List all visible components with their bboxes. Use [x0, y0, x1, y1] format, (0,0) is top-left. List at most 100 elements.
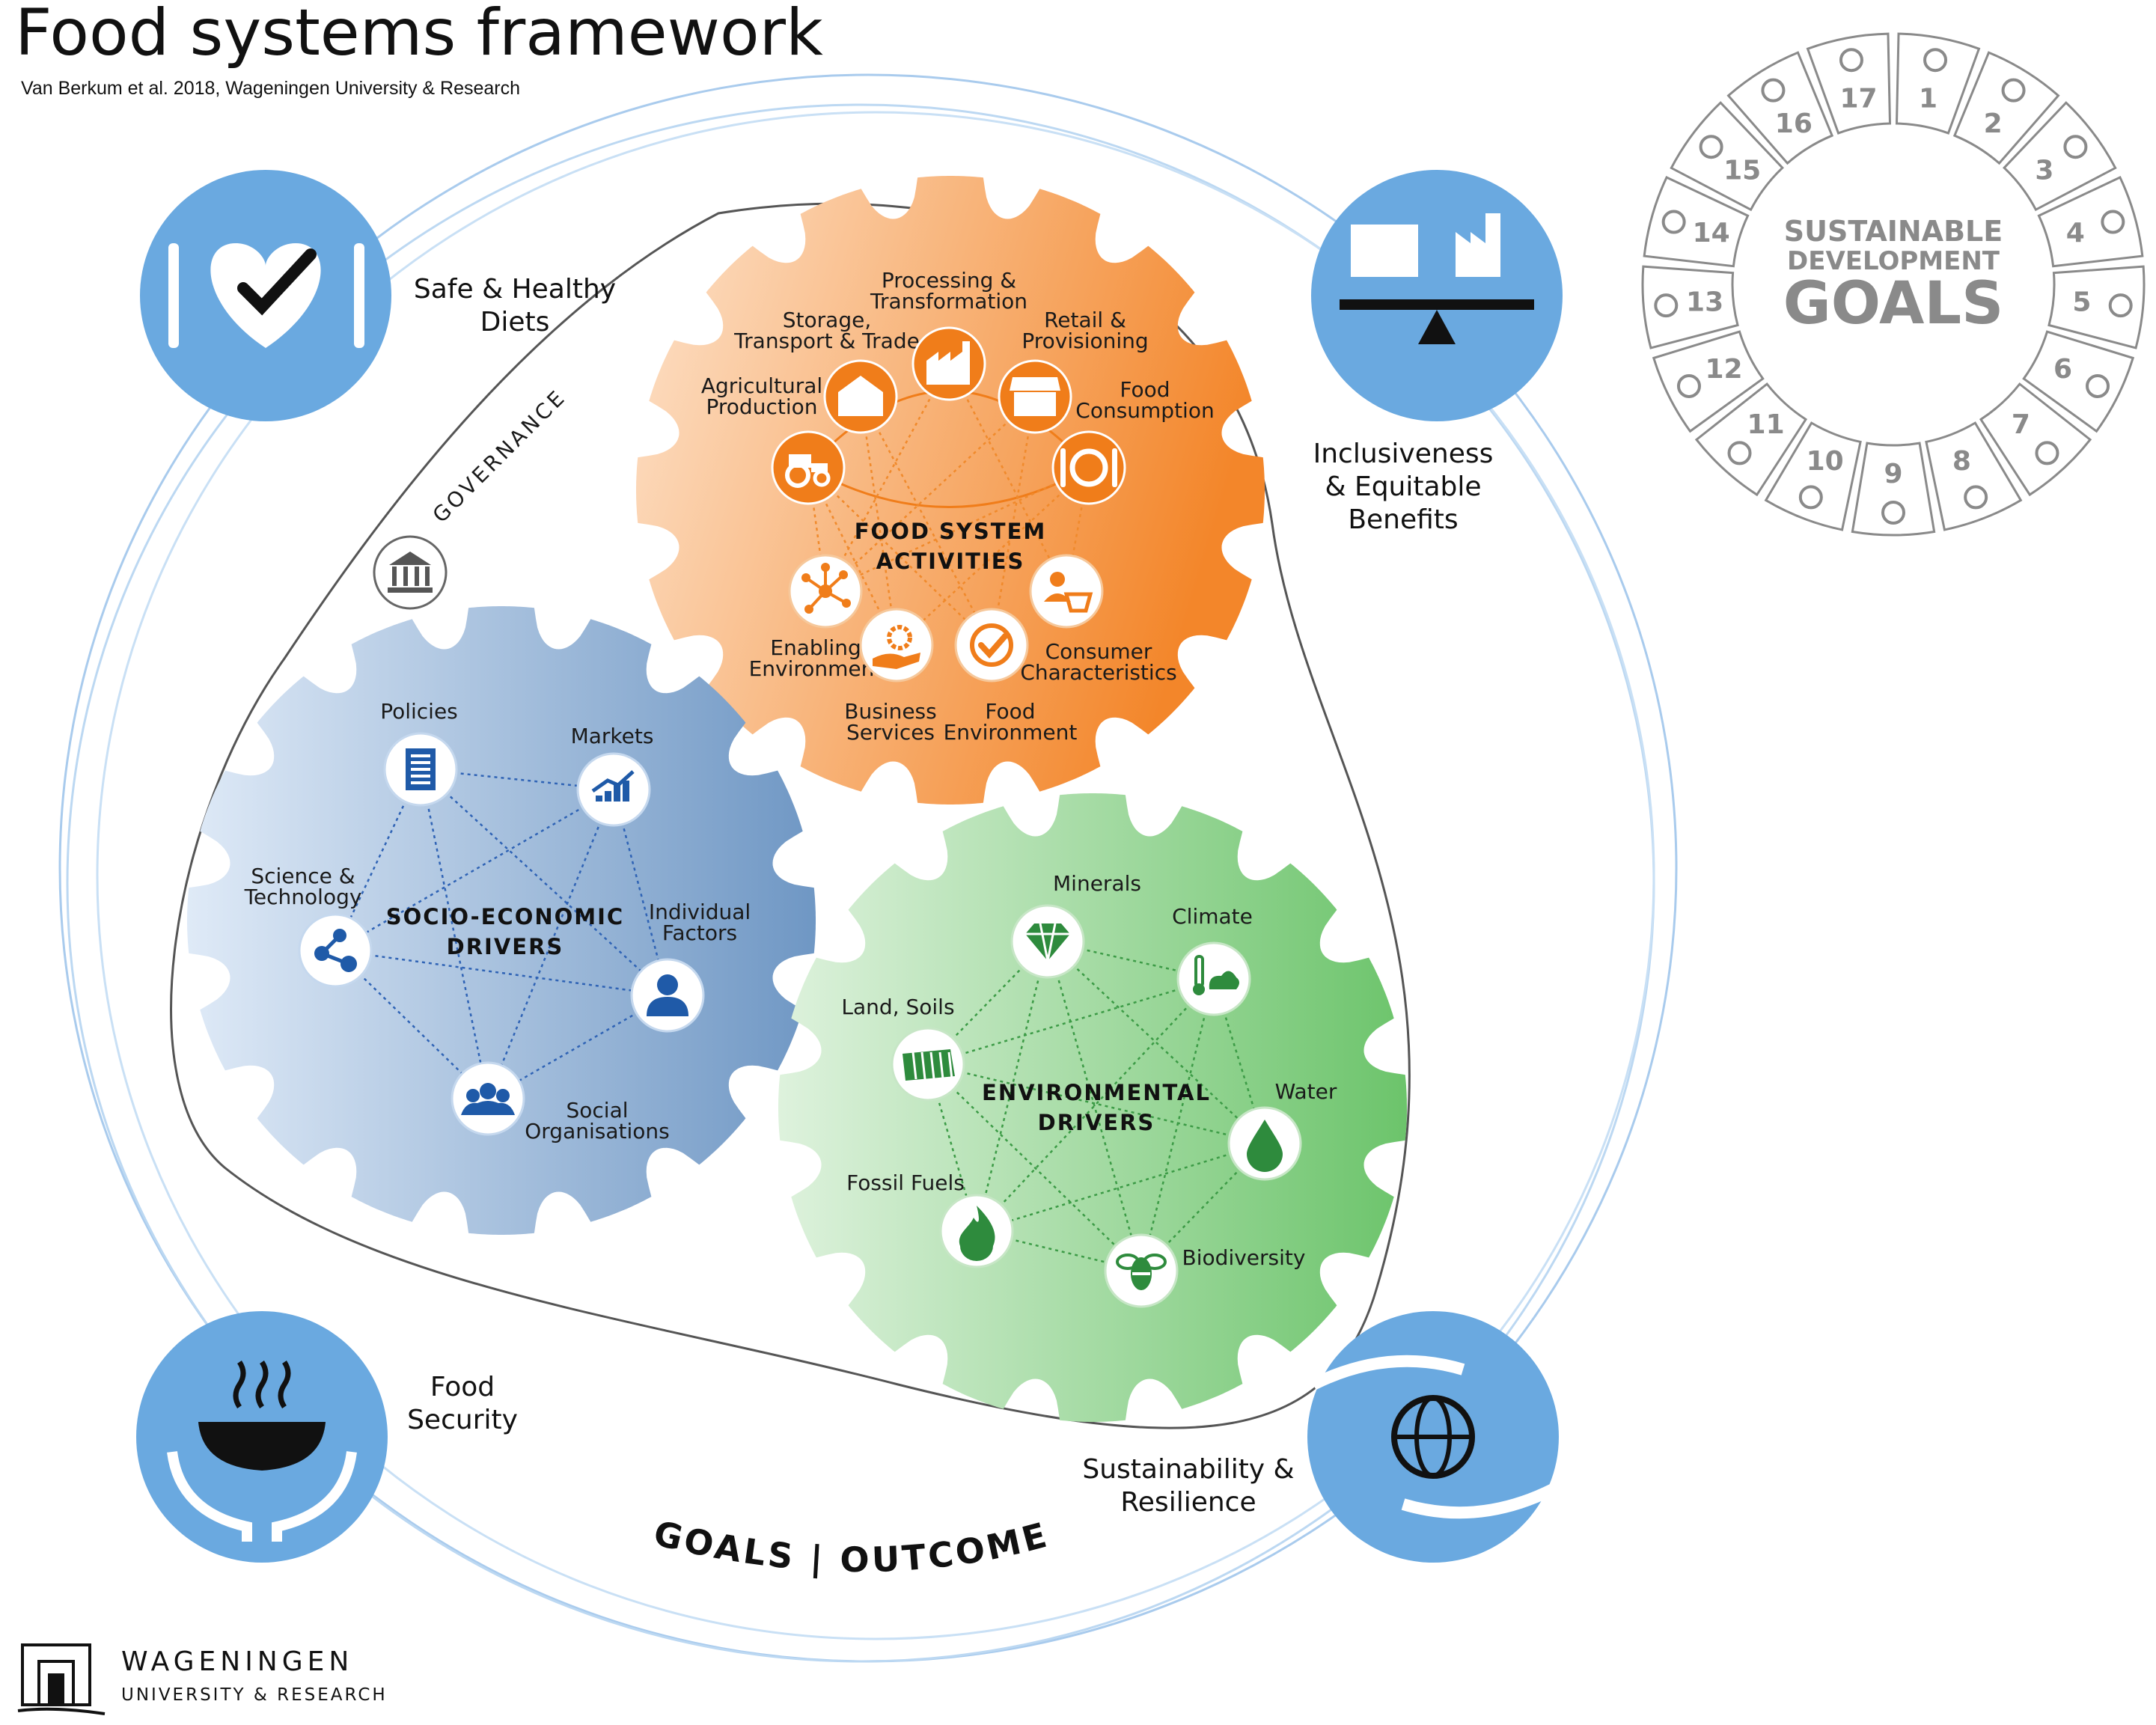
- sdg-segment: [2047, 265, 2146, 349]
- connection-line: [825, 466, 1090, 593]
- network-icon: [801, 563, 851, 614]
- outcome-label: Sustainability &Resilience: [1082, 1454, 1294, 1518]
- environmental_drivers-node: Minerals: [1010, 871, 1141, 979]
- food_system_activities-node: Retail &Provisioning: [998, 308, 1149, 434]
- sdg-goal-icon: [1964, 485, 1988, 510]
- sdg-number: 3: [2035, 156, 2053, 186]
- sdg-goal-icon: [2001, 78, 2026, 103]
- outcome-label-line: Security: [407, 1405, 518, 1435]
- hand-gear-icon: [873, 625, 920, 669]
- node-label-line: Water: [1275, 1079, 1337, 1104]
- environmental_drivers-node-label: Biodiversity: [1182, 1245, 1306, 1270]
- sdg-number: 11: [1747, 409, 1785, 440]
- sdg-number: 12: [1705, 354, 1742, 385]
- warehouse-icon: [838, 376, 883, 416]
- node-label-line: Social: [566, 1098, 628, 1123]
- sdg-number: 6: [2053, 354, 2072, 385]
- node-label-line: Markets: [571, 724, 654, 748]
- node-label-line: Factors: [662, 920, 737, 945]
- water-drop-icon: [1247, 1120, 1283, 1172]
- environmental_drivers-node-label: Minerals: [1053, 871, 1141, 896]
- outcome-label-line: Diets: [480, 307, 550, 338]
- sdg-title-line: SUSTAINABLE: [1784, 215, 2003, 248]
- sdg-goal-icon: [1798, 485, 1823, 510]
- node-label-line: Organisations: [525, 1119, 669, 1144]
- sdg-segment: [1652, 330, 1765, 433]
- node-label-line: Science &: [251, 864, 355, 888]
- outcome-label-line: Resilience: [1120, 1487, 1256, 1518]
- food_system_activities-node-label: Processing &Transformation: [870, 268, 1027, 314]
- environmental_drivers-node-label: Land, Soils: [841, 995, 954, 1019]
- food_system_activities-node-label: Storage,Transport & Trade: [733, 308, 920, 353]
- sdg-segment: [1851, 442, 1936, 537]
- sdg-goal-icon: [2108, 293, 2133, 318]
- node-circle: [1051, 430, 1126, 505]
- connection-line: [1046, 941, 1143, 1271]
- environmental-drivers-title: DRIVERS: [1038, 1110, 1155, 1135]
- node-label-line: Climate: [1172, 904, 1253, 929]
- page-title: Food systems framework: [15, 0, 823, 70]
- sdg-segment: [1952, 51, 2060, 165]
- field-icon: [903, 1049, 955, 1081]
- node-label-line: Food: [1120, 377, 1170, 402]
- plate-cutlery-icon: [1060, 448, 1117, 487]
- sdg-wheel: 1234567891011121314151617SUSTAINABLEDEVE…: [1641, 32, 2146, 537]
- node-label-line: Fossil Fuels: [846, 1170, 965, 1195]
- sdg-segment: [2037, 175, 2144, 268]
- person-basket-icon: [1044, 572, 1093, 613]
- socio-economic-drivers-title: SOCIO-ECONOMIC: [386, 904, 624, 929]
- sdg-segment: [1694, 382, 1808, 497]
- node-label-line: Services: [846, 720, 935, 745]
- sdg-goal-icon: [1727, 441, 1752, 465]
- tractor-icon: [785, 454, 831, 488]
- governance-label: GOVERNANCE: [428, 384, 572, 528]
- sdg-number: 4: [2066, 218, 2085, 248]
- sdg-goal-icon: [1839, 48, 1863, 73]
- sdg-goal-icon: [1761, 78, 1786, 103]
- outer-rings: [58, 73, 1678, 1663]
- node-label-line: Transformation: [870, 289, 1027, 314]
- node-label-line: Agricultural: [701, 373, 822, 398]
- sdg-segment: [2022, 330, 2135, 433]
- node-circle: [859, 608, 934, 683]
- environmental-drivers-title: ENVIRONMENTAL: [982, 1080, 1211, 1105]
- node-label-line: Provisioning: [1021, 329, 1148, 353]
- sdg-segment: [1925, 421, 2023, 531]
- node-label-line: Processing &: [882, 268, 1016, 293]
- hands-globe-icon: [1310, 1355, 1556, 1519]
- node-label-line: Environment: [944, 720, 1078, 745]
- socio-economic-drivers-title: DRIVERS: [447, 934, 564, 959]
- outcome-label-line: Safe & Healthy: [414, 274, 616, 305]
- food_system_activities-node: Processing &Transformation: [870, 268, 1027, 401]
- sdg-number: 7: [2012, 409, 2030, 440]
- connection-line: [807, 467, 992, 646]
- outcome-label-line: Inclusiveness: [1313, 439, 1494, 469]
- factory-icon: [926, 341, 970, 385]
- connection-line: [420, 769, 668, 996]
- sdg-segment: [1979, 382, 2092, 497]
- shop-icon: [1010, 377, 1060, 416]
- sdg-goal-icon: [2101, 210, 2125, 234]
- environmental_drivers-node-label: Water: [1275, 1079, 1337, 1104]
- node-label-line: Characteristics: [1020, 660, 1176, 685]
- sdg-segment: [1670, 101, 1784, 212]
- wur-logo-mark-icon: [17, 1643, 106, 1715]
- sdg-goal-icon: [2086, 373, 2110, 398]
- node-label-line: Transport & Trade: [733, 329, 920, 353]
- thermometer-cloud-icon: [1193, 955, 1239, 995]
- bee-icon: [1116, 1254, 1167, 1290]
- connection-line: [976, 1142, 1265, 1233]
- governance-boundary: [170, 202, 1411, 1429]
- node-label-line: Minerals: [1053, 871, 1141, 896]
- connection-line: [927, 1063, 1142, 1271]
- environmental_drivers-node-label: Climate: [1172, 904, 1253, 929]
